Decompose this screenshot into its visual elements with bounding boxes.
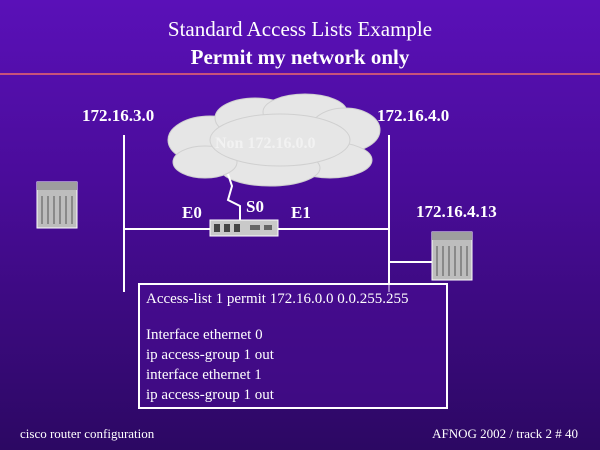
footer-left: cisco router configuration bbox=[20, 426, 155, 441]
config-line-iface-e0: Interface ethernet 0 bbox=[146, 327, 263, 343]
config-box: Access-list 1 permit 172.16.0.0 0.0.255.… bbox=[138, 283, 448, 409]
server-left-icon bbox=[36, 181, 78, 229]
config-line-group-e0: ip access-group 1 out bbox=[146, 347, 274, 363]
slide-subtitle: Permit my network only bbox=[190, 45, 410, 69]
network-left-label: 172.16.3.0 bbox=[82, 106, 155, 125]
network-right-label: 172.16.4.0 bbox=[377, 106, 450, 125]
footer-right: AFNOG 2002 / track 2 # 40 bbox=[432, 426, 578, 441]
slide-title: Standard Access Lists Example bbox=[167, 17, 433, 41]
port-e0-label: E0 bbox=[182, 203, 202, 222]
config-spacer bbox=[146, 309, 440, 325]
host-ip-label: 172.16.4.13 bbox=[416, 202, 497, 221]
link-s0 bbox=[226, 173, 241, 220]
router-icon bbox=[209, 219, 279, 237]
internet-cloud bbox=[167, 93, 381, 187]
port-s0-label: S0 bbox=[246, 197, 264, 216]
config-line-iface-e1: interface ethernet 1 bbox=[146, 367, 262, 383]
config-line-group-e1: ip access-group 1 out bbox=[146, 387, 274, 403]
config-line-acl: Access-list 1 permit 172.16.0.0 0.0.255.… bbox=[146, 291, 409, 307]
server-right-icon bbox=[431, 231, 473, 281]
cloud-label: Non 172.16.0.0 bbox=[215, 135, 316, 152]
title-divider bbox=[0, 73, 600, 75]
port-e1-label: E1 bbox=[291, 203, 311, 222]
